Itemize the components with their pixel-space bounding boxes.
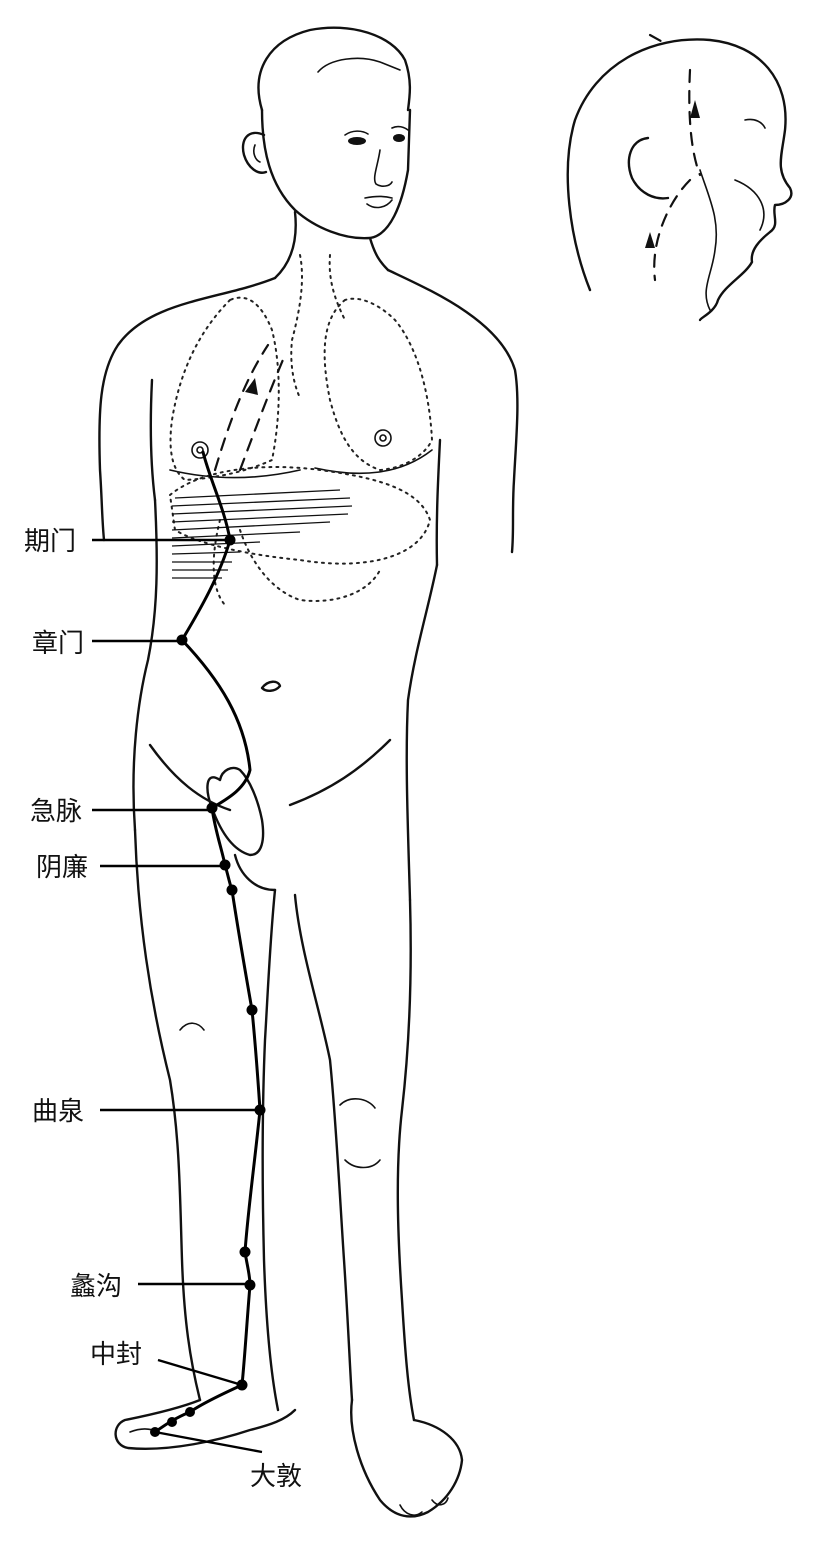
leader-lines bbox=[92, 538, 263, 1454]
point-unlabeled-4 bbox=[185, 1407, 195, 1417]
internal-meridian-dashed bbox=[213, 343, 287, 472]
point-unlabeled-3 bbox=[239, 1246, 251, 1258]
label-ligou: 蠡沟 bbox=[70, 1272, 122, 1302]
acupoint-markers bbox=[150, 534, 266, 1437]
liver-hatching bbox=[171, 489, 353, 579]
side-head-inset bbox=[566, 33, 793, 322]
label-jimai: 急脉 bbox=[30, 797, 82, 827]
label-qimen: 期门 bbox=[24, 527, 76, 557]
label-yinlian: 阴廉 bbox=[36, 853, 88, 883]
body-outline bbox=[98, 26, 519, 1518]
point-unlabeled-2 bbox=[246, 1004, 258, 1016]
label-ququan: 曲泉 bbox=[32, 1097, 84, 1127]
label-zhangmen: 章门 bbox=[32, 629, 84, 659]
point-unlabeled-1 bbox=[226, 884, 238, 896]
point-unlabeled-5 bbox=[167, 1417, 177, 1427]
point-jimai bbox=[206, 802, 218, 814]
internal-organs bbox=[168, 254, 434, 606]
label-dadun: 大敦 bbox=[250, 1462, 302, 1492]
acupoint-labels: 期门 章门 急脉 阴廉 曲泉 蠡沟 中封 大敦 bbox=[24, 527, 302, 1492]
label-zhongfeng: 中封 bbox=[90, 1340, 142, 1370]
